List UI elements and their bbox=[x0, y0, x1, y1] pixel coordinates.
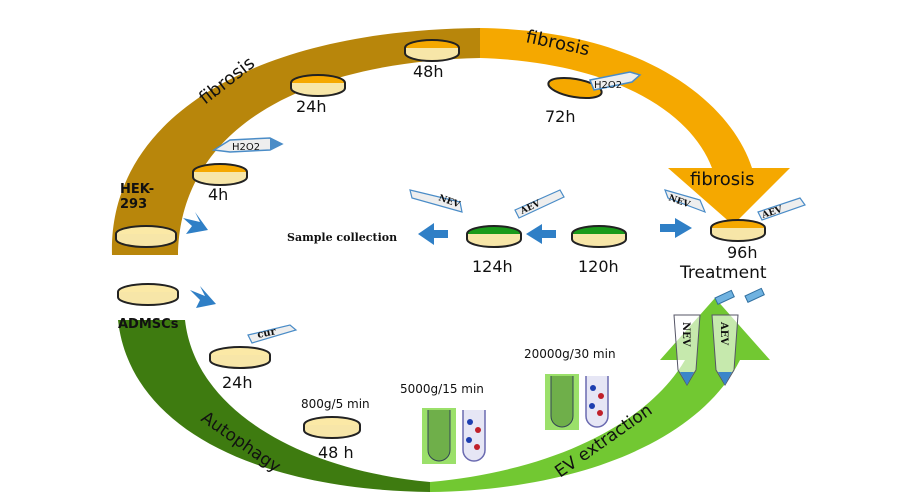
pipette-aev-96h bbox=[757, 197, 806, 221]
reagent-aev-96h: AEV bbox=[760, 205, 785, 222]
fibrosis-arc-orange bbox=[480, 28, 790, 225]
pipette-nev-96h bbox=[664, 189, 707, 214]
pipette-cur bbox=[247, 324, 298, 344]
time-24h-admsc: 24h bbox=[222, 373, 253, 392]
dish-hek-start bbox=[115, 225, 177, 248]
dish-48h-admsc bbox=[303, 416, 361, 439]
admsc-label: ADMSCs bbox=[118, 317, 179, 332]
tube-blue-1 bbox=[462, 410, 486, 462]
time-120h: 120h bbox=[578, 257, 619, 276]
centrifuge-5000g: 5000g/15 min bbox=[400, 382, 484, 396]
eppendorf-nev bbox=[673, 314, 701, 386]
time-4h: 4h bbox=[208, 185, 228, 204]
dish-24h-hek bbox=[290, 74, 346, 97]
arrow-hek-start bbox=[183, 212, 208, 234]
sample-collection-label: Sample collection bbox=[287, 231, 397, 244]
reagent-h2o2-72h: H2O2 bbox=[594, 80, 622, 91]
reagent-cur: cur bbox=[256, 326, 277, 341]
dish-48h-hek bbox=[404, 39, 460, 62]
pipette-aev-124h bbox=[514, 189, 565, 219]
eppendorf-aev bbox=[711, 314, 739, 386]
centrifuge-800g: 800g/5 min bbox=[301, 397, 370, 411]
dish-72h bbox=[547, 76, 603, 100]
time-48h-admsc: 48 h bbox=[318, 443, 354, 462]
tube-nev-label: NEV bbox=[680, 322, 691, 347]
dish-4h bbox=[192, 163, 248, 186]
tube-green-2 bbox=[545, 374, 579, 430]
time-96h: 96h bbox=[727, 243, 758, 262]
dish-120h bbox=[571, 225, 627, 248]
hek-label-2: 293 bbox=[120, 197, 147, 212]
eppendorf-caps bbox=[714, 287, 765, 306]
tube-green-1 bbox=[422, 408, 456, 464]
arrow-to-sample bbox=[418, 223, 448, 245]
time-72h: 72h bbox=[545, 107, 576, 126]
hek-label-1: HEK- bbox=[120, 182, 154, 197]
arrow-admsc-start bbox=[190, 286, 216, 308]
tube-aev-label: AEV bbox=[718, 321, 729, 345]
fibrosis-arrowhead-label: fibrosis bbox=[690, 169, 755, 190]
pipette-h2o2-72h bbox=[588, 71, 642, 91]
time-124h: 124h bbox=[472, 257, 513, 276]
time-48h-hek: 48h bbox=[413, 62, 444, 81]
tube-blue-2 bbox=[585, 376, 609, 428]
dish-admsc bbox=[117, 283, 179, 306]
reagent-nev-96h: NEV bbox=[667, 193, 692, 210]
arrow-120-to-124 bbox=[526, 224, 556, 244]
dish-24h-admsc bbox=[209, 346, 271, 369]
treatment-label: Treatment bbox=[679, 263, 767, 283]
dish-124h bbox=[466, 225, 522, 248]
arrow-96-to-120 bbox=[660, 218, 692, 238]
pipette-nev-124h bbox=[409, 189, 463, 213]
reagent-h2o2-4h: H2O2 bbox=[232, 142, 260, 153]
dish-96h bbox=[710, 219, 766, 242]
autophagy-arc-dark bbox=[118, 320, 430, 492]
time-24h-hek: 24h bbox=[296, 97, 327, 116]
pipette-h2o2-4h bbox=[211, 137, 284, 153]
centrifuge-20000g: 20000g/30 min bbox=[524, 347, 616, 361]
